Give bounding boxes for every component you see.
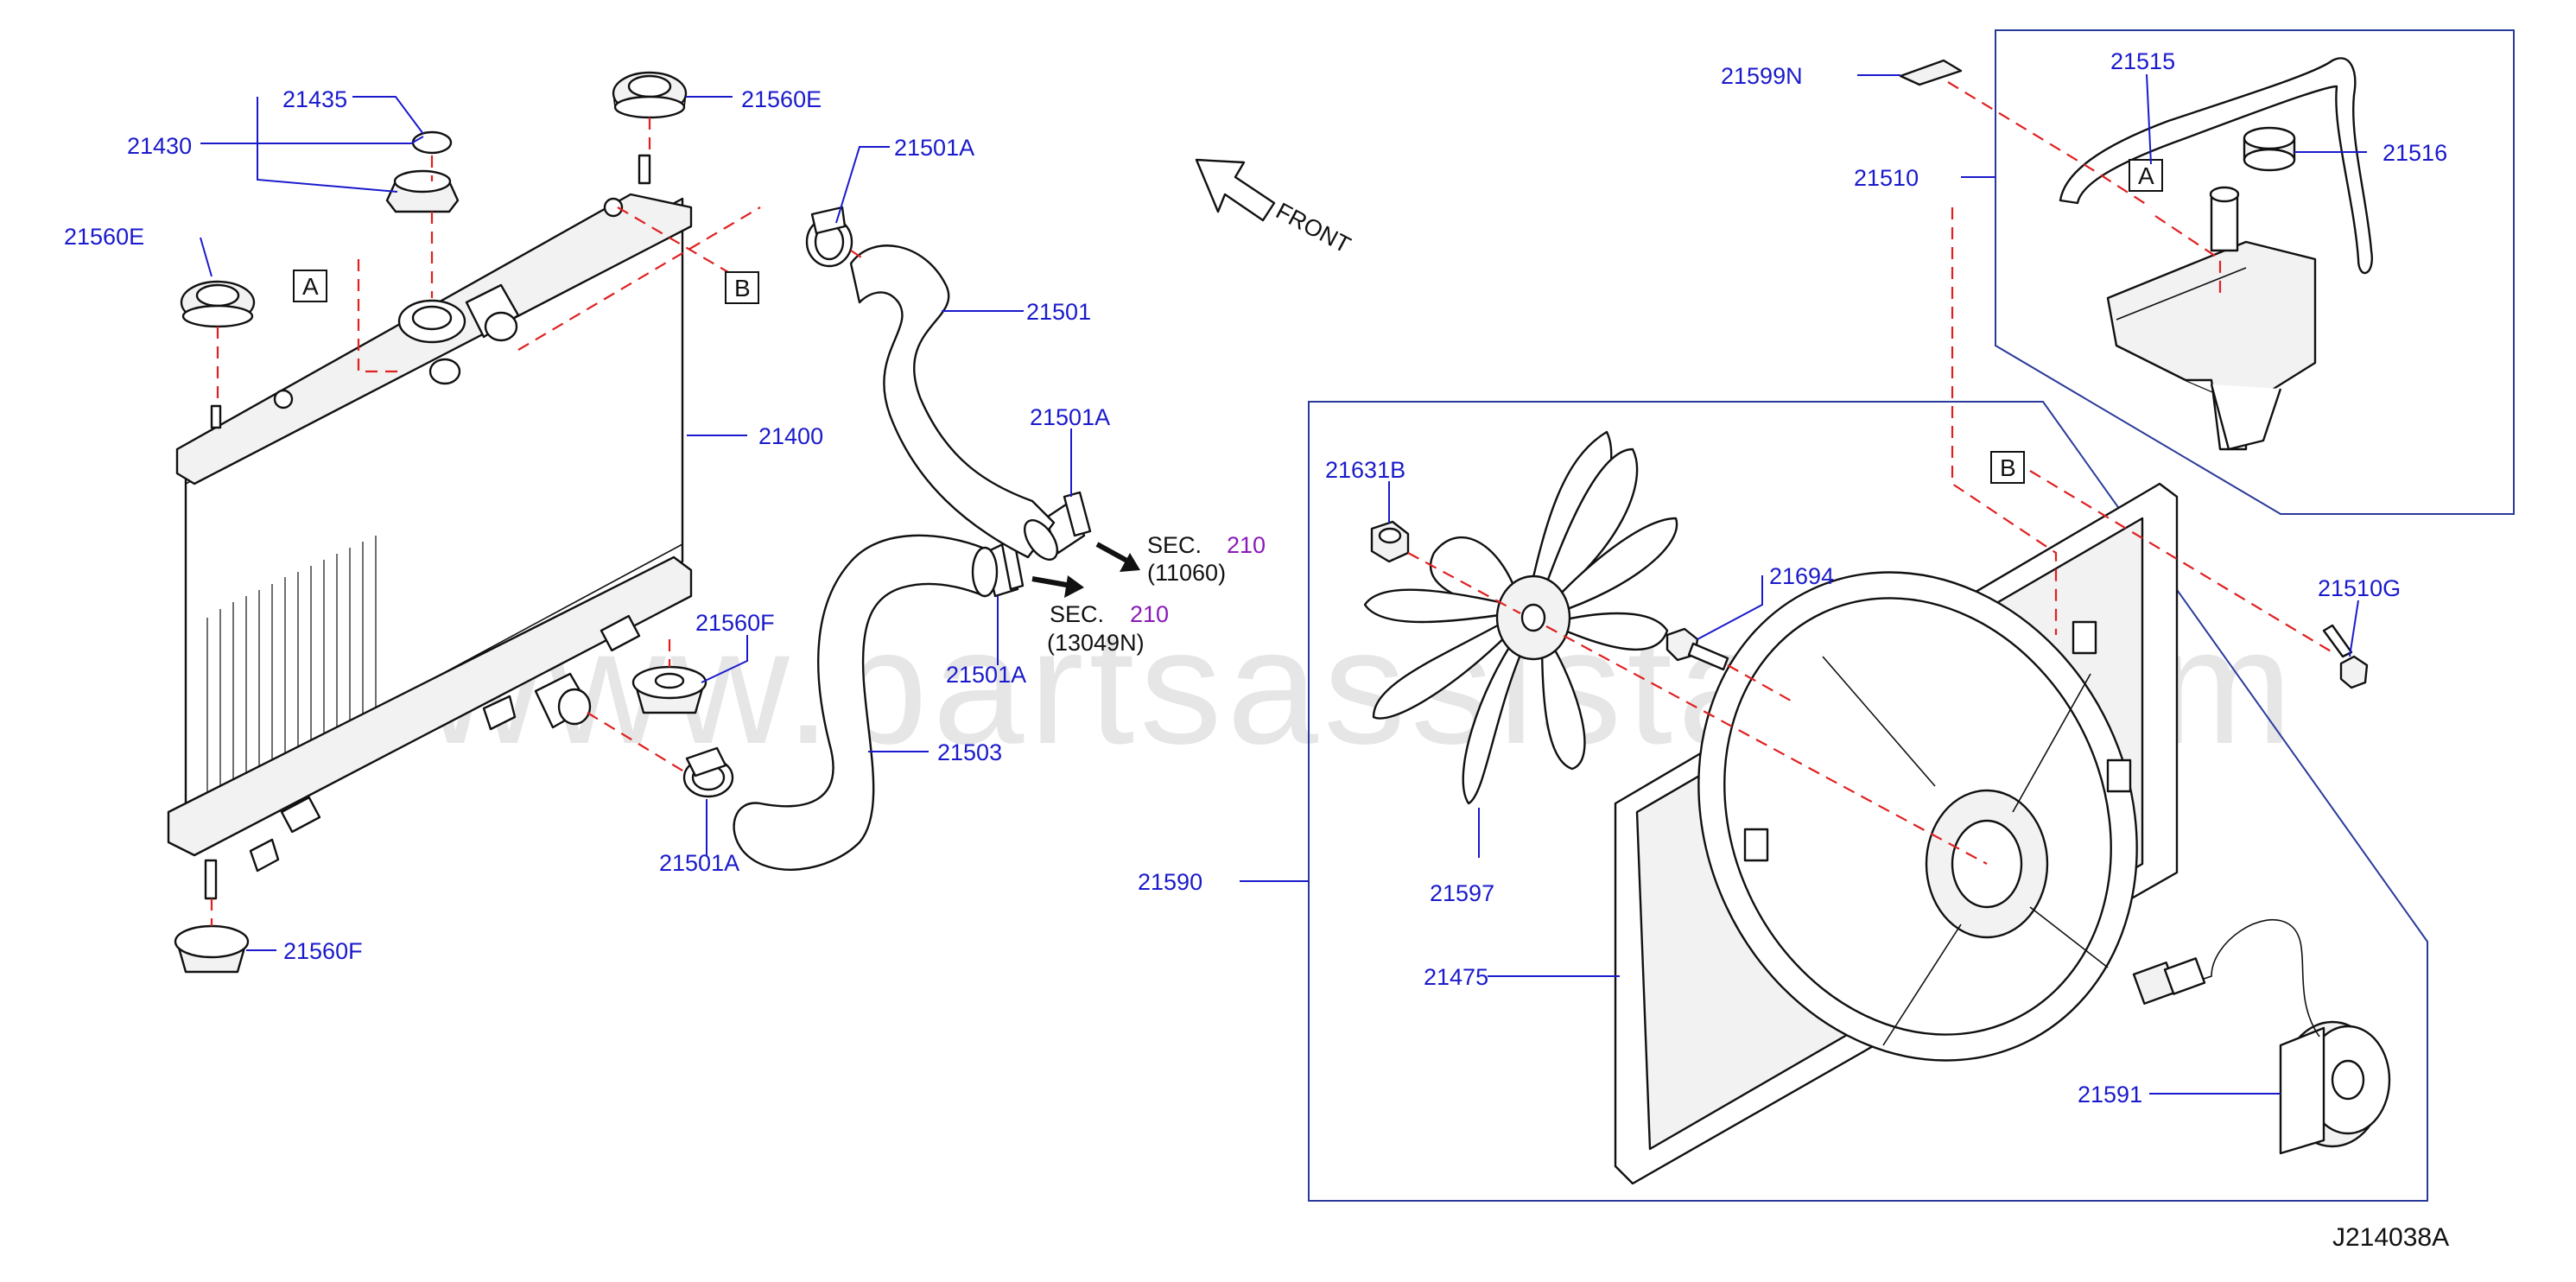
svg-text:SEC.: SEC. xyxy=(1147,532,1202,558)
label-21510: 21510 xyxy=(1854,165,1919,191)
label-21631b: 21631B xyxy=(1325,457,1405,483)
svg-text:(13049N): (13049N) xyxy=(1047,630,1145,656)
part-labels: 21430 21435 21560E 21560E 21501A 21501 2… xyxy=(64,48,2447,1107)
reservoir-hose xyxy=(2059,57,2373,275)
svg-text:A: A xyxy=(302,273,319,300)
fan-motor xyxy=(2132,919,2391,1155)
hose-clamp-upper xyxy=(805,206,853,268)
sec-arrow-2 xyxy=(1031,575,1084,598)
reservoir-cap xyxy=(2243,126,2296,172)
label-21400: 21400 xyxy=(758,423,823,449)
reservoir-tank xyxy=(2106,186,2317,451)
ref-box-a-right: A xyxy=(2129,159,2163,192)
mount-rubber-left xyxy=(180,280,256,328)
label-21503: 21503 xyxy=(937,739,1002,765)
figure-code: J214038A xyxy=(2332,1223,2449,1252)
label-21560e-left: 21560E xyxy=(64,224,144,250)
mount-rubber-mid xyxy=(631,665,707,714)
cooling-fan xyxy=(1363,430,1678,805)
upper-outlet xyxy=(465,283,520,339)
lower-radiator-hose xyxy=(733,534,987,871)
sec-ref-2: SEC. 210 (13049N) xyxy=(1047,601,1169,656)
label-21516: 21516 xyxy=(2382,140,2447,166)
radiator-fins xyxy=(206,536,377,816)
label-21591: 21591 xyxy=(2078,1082,2142,1107)
svg-text:B: B xyxy=(734,275,751,301)
caution-label-plate xyxy=(1899,59,1963,86)
label-21435: 21435 xyxy=(282,86,347,112)
cap-seal xyxy=(411,130,453,155)
lower-tank xyxy=(167,555,693,857)
label-21599n: 21599N xyxy=(1721,63,1803,89)
ref-box-a-left: A xyxy=(293,270,327,302)
ref-box-b-left: B xyxy=(725,271,759,304)
front-direction-arrow: FRONT xyxy=(1195,158,1355,258)
ref-box-b-right: B xyxy=(1990,451,2025,484)
label-21475: 21475 xyxy=(1424,964,1488,990)
label-21501a-2: 21501A xyxy=(1030,404,1110,430)
label-21501a-4: 21501A xyxy=(659,850,739,876)
label-21501: 21501 xyxy=(1026,299,1091,325)
label-21430: 21430 xyxy=(127,133,192,159)
fan-assembly-frame xyxy=(1308,401,2428,1202)
reservoir-bolt xyxy=(2322,624,2369,689)
radiator-cap xyxy=(385,169,460,213)
label-21560f-mid: 21560F xyxy=(695,610,775,636)
svg-text:A: A xyxy=(2138,162,2154,189)
label-21694: 21694 xyxy=(1769,563,1834,589)
shroud-bolt xyxy=(1666,627,1729,671)
label-21510g: 21510G xyxy=(2318,575,2401,601)
svg-text:B: B xyxy=(2000,454,2016,481)
svg-text:210: 210 xyxy=(1130,601,1169,627)
label-21501a-1: 21501A xyxy=(894,135,974,161)
label-21597: 21597 xyxy=(1430,880,1494,906)
svg-text:SEC.: SEC. xyxy=(1050,601,1104,627)
fan-shroud xyxy=(1614,482,2179,1185)
hose-clamp-lower xyxy=(682,746,734,798)
leader-lines xyxy=(200,73,2367,1095)
label-21560e-top: 21560E xyxy=(741,86,822,112)
label-21501a-3: 21501A xyxy=(946,662,1026,688)
connection-lines xyxy=(210,81,2333,926)
label-21590: 21590 xyxy=(1138,869,1202,895)
radiator-assembly xyxy=(167,154,693,900)
mount-rubber-bottom xyxy=(174,924,250,974)
front-label: FRONT xyxy=(1272,198,1355,258)
label-21515: 21515 xyxy=(2110,48,2175,74)
sec-ref-1: SEC. 210 (11060) xyxy=(1147,532,1266,586)
svg-text:210: 210 xyxy=(1227,532,1266,558)
reservoir-frame xyxy=(1995,29,2515,515)
svg-text:(11060): (11060) xyxy=(1147,560,1226,586)
sec-arrow-1 xyxy=(1095,542,1140,572)
mount-rubber-top xyxy=(612,71,688,119)
label-21560f-bot: 21560F xyxy=(283,938,363,964)
fan-nut xyxy=(1370,520,1410,563)
upper-radiator-hose xyxy=(849,244,1056,559)
